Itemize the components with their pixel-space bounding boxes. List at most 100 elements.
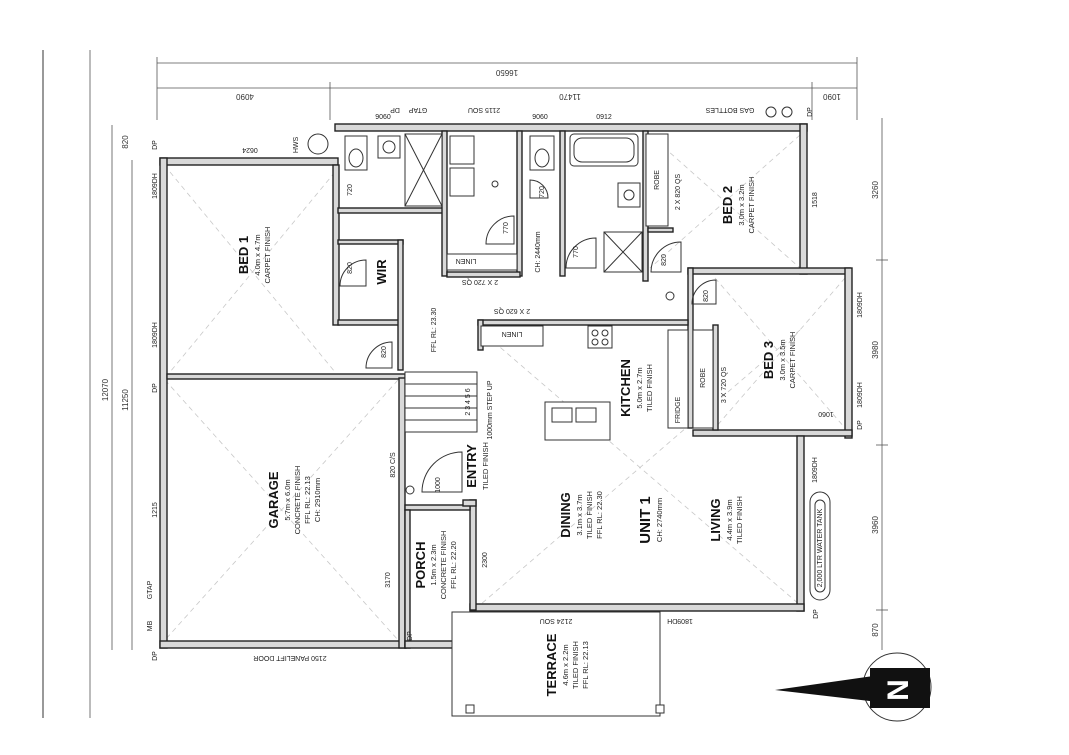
- linen-cupboard-2: [480, 325, 544, 347]
- qs-2x820: 2 X 820 QS: [675, 174, 682, 211]
- dim-left-top: 820: [121, 135, 130, 149]
- window-1060: 1060: [818, 410, 834, 417]
- room-bed1: BED 1 4.0m x 4.7m CARPET FINISH: [236, 227, 272, 284]
- door-820-d: 820: [703, 290, 710, 302]
- drain-icon: [491, 180, 499, 188]
- svg-text:FFL RL: 22.30: FFL RL: 22.30: [595, 491, 604, 539]
- fridge-label: FRIDGE: [675, 396, 682, 423]
- svg-text:BED 3: BED 3: [761, 341, 776, 379]
- qs-2x620: 2 X 620 QS: [494, 307, 531, 314]
- dp-label: DP: [152, 140, 159, 150]
- window-1809-a: 1809DH: [152, 173, 159, 199]
- dim-right-1: 3260: [871, 181, 880, 199]
- svg-text:BED 2: BED 2: [720, 186, 735, 224]
- svg-text:TILED FINISH: TILED FINISH: [571, 641, 580, 689]
- ch-hall: CH: 2440mm: [535, 231, 542, 272]
- svg-text:4.6m x 2.2m: 4.6m x 2.2m: [561, 644, 570, 685]
- dp-top-label: DP: [390, 106, 400, 113]
- window-9060-b: 9060: [532, 114, 548, 121]
- window-1809-e: 1809DH: [812, 457, 819, 483]
- hws-label: HWS: [293, 137, 300, 154]
- top-dimensions: 16650 4090 11470 1090: [156, 57, 858, 120]
- window-1518: 1518: [812, 192, 819, 208]
- sou-top-label: 2115 SOU: [468, 106, 500, 113]
- svg-text:CONCRETE FINISH: CONCRETE FINISH: [439, 531, 448, 600]
- stairs-numbers: 2 3 4 5 6: [465, 388, 472, 415]
- robe-label-2: ROBE: [700, 368, 707, 388]
- gtap-left-label: GTAP: [147, 580, 154, 599]
- door-770-a: 770: [503, 222, 510, 234]
- window-9060-a: 9060: [375, 114, 391, 121]
- window-1809-b: 1809DH: [152, 322, 159, 348]
- svg-text:CH: 2910mm: CH: 2910mm: [313, 478, 322, 522]
- meter-icon: [665, 291, 675, 301]
- svg-text:TILED FINISH: TILED FINISH: [481, 442, 490, 490]
- svg-text:KITCHEN: KITCHEN: [618, 359, 633, 417]
- door-770-b: 770: [573, 246, 580, 258]
- svg-text:3.0m x 3.5m: 3.0m x 3.5m: [778, 339, 787, 380]
- svg-text:CONCRETE FINISH: CONCRETE FINISH: [293, 466, 302, 535]
- fridge-space: [667, 329, 689, 429]
- cs-label: 820 C/S: [390, 452, 397, 478]
- sou-bottom-label: 2124 SOU: [540, 617, 573, 624]
- room-dining: DINING 3.1m x 3.7m TILED FINISH FFL RL: …: [558, 491, 604, 539]
- svg-text:FFL RL: 22.13: FFL RL: 22.13: [303, 476, 312, 524]
- stairs: [404, 371, 478, 433]
- door-swings: [339, 179, 717, 493]
- left-dimensions: 12070 11250 820: [101, 125, 133, 650]
- dim-overall-width: 16650: [495, 68, 518, 77]
- svg-text:TERRACE: TERRACE: [544, 633, 559, 696]
- svg-text:5.7m x 6.0m: 5.7m x 6.0m: [283, 479, 292, 520]
- gas-bottles-label: GAS BOTTLES: [705, 106, 754, 113]
- svg-text:LIVING: LIVING: [708, 498, 723, 541]
- room-entry: ENTRY TILED FINISH: [464, 442, 490, 490]
- svg-text:1.5m x 2.3m: 1.5m x 2.3m: [429, 544, 438, 585]
- svg-text:TILED FINISH: TILED FINISH: [585, 491, 594, 539]
- ffl-hall: FFL RL: 23.30: [431, 308, 438, 353]
- svg-text:FFL RL: 22.13: FFL RL: 22.13: [581, 641, 590, 689]
- room-living: LIVING 4.4m x 3.9m TILED FINISH: [708, 496, 744, 544]
- window-1809-d: 1809DH: [857, 382, 864, 408]
- dim-right-2: 3980: [871, 341, 880, 359]
- dim-left-inner: 11250: [121, 389, 130, 411]
- svg-text:PORCH: PORCH: [413, 542, 428, 589]
- linen-label-2: LINEN: [502, 330, 523, 337]
- dim-left-overall: 12070: [101, 378, 110, 401]
- door-820-b: 820: [381, 346, 388, 358]
- dim-2300: 2300: [482, 552, 489, 568]
- cooktop-icon: [587, 325, 613, 349]
- linen-cupboard: [446, 253, 518, 271]
- room-garage: GARAGE 5.7m x 6.0m CONCRETE FINISH FFL R…: [266, 466, 322, 535]
- svg-text:ENTRY: ENTRY: [464, 444, 479, 488]
- window-0912: 0912: [596, 114, 612, 121]
- dp-label: DP: [152, 383, 159, 393]
- svg-text:CARPET FINISH: CARPET FINISH: [788, 332, 797, 389]
- svg-text:CARPET FINISH: CARPET FINISH: [747, 177, 756, 234]
- dim-right-4: 870: [871, 623, 880, 637]
- svg-text:4.0m x 4.7m: 4.0m x 4.7m: [253, 234, 262, 275]
- gtap-top-label: GTAP: [408, 106, 427, 113]
- svg-text:3.1m x 3.7m: 3.1m x 3.7m: [575, 494, 584, 535]
- qs-3x720: 3 X 720 QS: [721, 367, 728, 404]
- svg-text:CARPET FINISH: CARPET FINISH: [263, 227, 272, 284]
- robe-bed3: [692, 329, 714, 429]
- mb-label: MB: [147, 620, 154, 631]
- svg-text:TILED FINISH: TILED FINISH: [645, 364, 654, 412]
- svg-text:FFL RL: 22.20: FFL RL: 22.20: [449, 541, 458, 589]
- north-arrow: N: [775, 652, 932, 722]
- dim-right-3: 3960: [871, 516, 880, 534]
- door-820-a: 820: [347, 262, 354, 274]
- north-label: N: [882, 679, 915, 701]
- gas-bottle-icon: [781, 106, 793, 118]
- svg-text:GARAGE: GARAGE: [266, 471, 281, 528]
- qs-2x720: 2 X 720 QS: [462, 278, 499, 285]
- robe-label: ROBE: [654, 170, 661, 190]
- meter-icon: [405, 485, 415, 495]
- svg-text:3.0m x 3.2m: 3.0m x 3.2m: [737, 184, 746, 225]
- window-1809-c: 1809DH: [857, 292, 864, 318]
- dp-label: DP: [807, 107, 814, 117]
- annotations: GAS BOTTLES GTAP DP 2115 SOU 9060 9060 0…: [147, 106, 864, 661]
- svg-text:4.4m x 3.9m: 4.4m x 3.9m: [725, 499, 734, 540]
- laundry-tub-icon: [449, 135, 475, 165]
